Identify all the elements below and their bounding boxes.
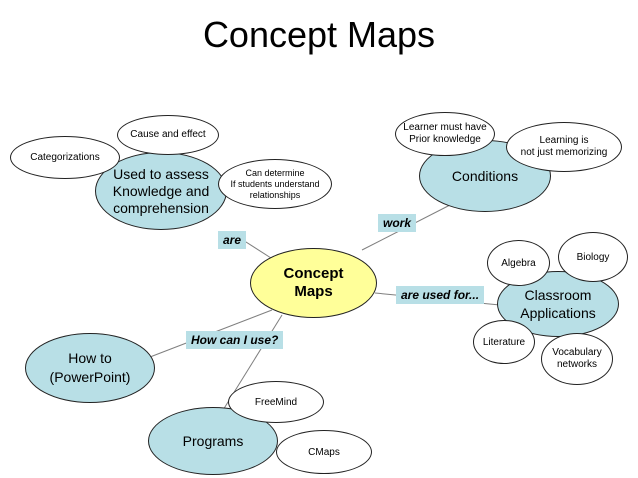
node-biology: Biology	[558, 232, 628, 282]
node-used-to-assess-label: Used to assess Knowledge and comprehensi…	[112, 165, 210, 216]
node-how-to-powerpoint: How to (PowerPoint)	[25, 333, 155, 403]
link-label-are: are	[218, 231, 247, 249]
node-cause-and-effect-label: Cause and effect	[130, 129, 206, 140]
node-can-determine-label: Can determine If students understand rel…	[230, 167, 320, 200]
node-literature-label: Literature	[482, 336, 526, 348]
node-freemind-label: FreeMind	[254, 396, 298, 408]
link-label-work: work	[378, 214, 417, 232]
node-vocabulary-networks: Vocabulary networks	[541, 333, 613, 385]
node-literature: Literature	[473, 320, 535, 364]
node-learner-prior-knowledge: Learner must have Prior knowledge	[395, 112, 495, 156]
node-cause-and-effect: Cause and effect	[117, 115, 219, 155]
node-how-to-powerpoint-label: How to (PowerPoint)	[49, 350, 131, 385]
page-title: Concept Maps	[202, 14, 436, 55]
node-cmaps: CMaps	[276, 430, 372, 474]
node-algebra-label: Algebra	[501, 257, 536, 269]
node-categorizations: Categorizations	[10, 136, 120, 179]
node-concept-maps: Concept Maps	[250, 248, 377, 318]
node-categorizations-label: Categorizations	[30, 151, 100, 163]
link-label-how-can-i-use: How can I use?	[186, 331, 284, 349]
node-used-to-assess: Used to assess Knowledge and comprehensi…	[95, 152, 227, 230]
node-can-determine: Can determine If students understand rel…	[218, 159, 332, 209]
node-vocabulary-networks-label: Vocabulary networks	[552, 347, 602, 370]
link-label-used-for: are used for...	[396, 286, 485, 304]
node-freemind: FreeMind	[228, 381, 324, 423]
node-cmaps-label: CMaps	[308, 446, 340, 458]
node-classroom-applications-label: Classroom Applications	[520, 287, 596, 321]
node-learner-prior-knowledge-label: Learner must have Prior knowledge	[403, 122, 487, 145]
node-programs-label: Programs	[182, 433, 244, 449]
node-learning-is: Learning is not just memorizing	[506, 122, 622, 172]
node-learning-is-label: Learning is not just memorizing	[520, 135, 608, 158]
node-algebra: Algebra	[487, 240, 550, 286]
node-concept-maps-label: Concept Maps	[283, 265, 344, 300]
node-conditions-label: Conditions	[451, 167, 519, 184]
node-biology-label: Biology	[576, 251, 610, 263]
